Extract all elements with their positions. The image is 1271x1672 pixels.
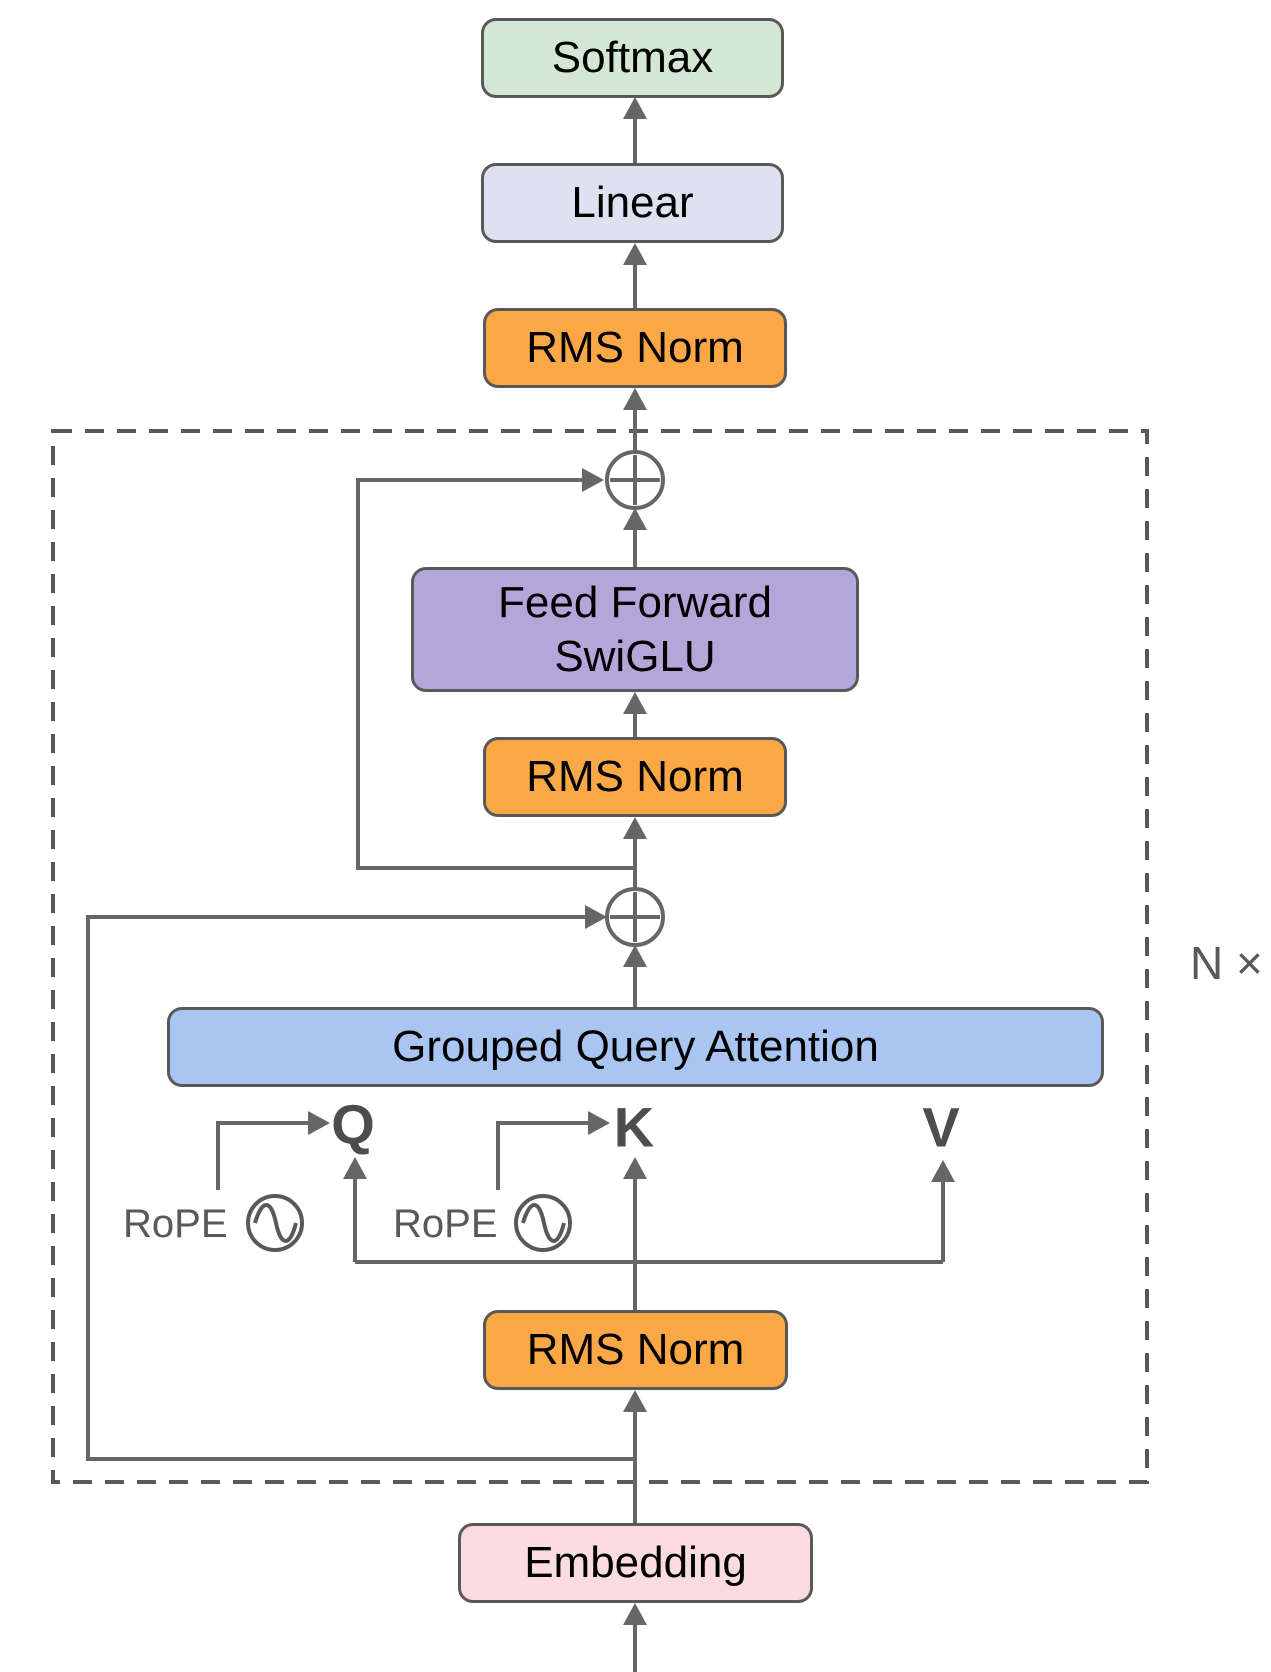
softmax-label: Softmax bbox=[551, 33, 714, 83]
residual-add-top bbox=[605, 450, 665, 510]
arrowheads bbox=[308, 97, 955, 1625]
arrowhead-v bbox=[931, 1160, 955, 1182]
transformer-layer-dashed-border bbox=[51, 429, 1149, 1484]
arrowhead-embedding bbox=[623, 1603, 647, 1625]
rms-norm-bottom-block: RMS Norm bbox=[483, 1310, 788, 1390]
arrowhead-rmsnorm-bottom bbox=[623, 1390, 647, 1412]
feed-forward-label-line2: SwiGLU bbox=[554, 631, 716, 681]
feed-forward-swiglu-block: Feed Forward SwiGLU bbox=[411, 567, 859, 692]
arrowhead-q bbox=[343, 1157, 367, 1179]
q-label: Q bbox=[331, 1092, 375, 1156]
connector-rope-to-k bbox=[496, 1121, 589, 1190]
sine-wave-icon bbox=[521, 1203, 566, 1243]
arrowhead-rope-q bbox=[308, 1111, 330, 1135]
embedding-label: Embedding bbox=[524, 1538, 747, 1588]
arrowhead-rmsnorm-top bbox=[623, 388, 647, 410]
arrowhead-k bbox=[623, 1157, 647, 1179]
connector-lines bbox=[86, 119, 945, 1672]
rms-norm-mid-block: RMS Norm bbox=[483, 737, 787, 817]
arrowhead-softmax bbox=[623, 97, 647, 119]
linear-block: Linear bbox=[481, 163, 784, 243]
feed-forward-label-line1: Feed Forward bbox=[498, 577, 772, 627]
rope-q-label: RoPE bbox=[123, 1202, 228, 1246]
skip-connection-ff bbox=[356, 478, 635, 870]
embedding-block: Embedding bbox=[458, 1523, 813, 1603]
arrowhead-skip-ff bbox=[582, 468, 604, 492]
rms-norm-label: RMS Norm bbox=[526, 1325, 745, 1375]
sine-wave-icon bbox=[253, 1203, 298, 1243]
k-label: K bbox=[613, 1095, 655, 1159]
arrowhead-rope-k bbox=[588, 1111, 610, 1135]
arrowhead-ff bbox=[623, 692, 647, 714]
softmax-block: Softmax bbox=[481, 18, 784, 98]
residual-add-bottom bbox=[605, 887, 665, 947]
repeat-count-label: N × bbox=[1190, 937, 1263, 989]
rms-norm-label: RMS Norm bbox=[526, 323, 744, 373]
plus-icon bbox=[610, 455, 660, 505]
rms-norm-top-block: RMS Norm bbox=[483, 308, 787, 388]
plus-icon bbox=[610, 892, 660, 942]
connector-rope-to-q bbox=[216, 1121, 309, 1190]
rms-norm-label: RMS Norm bbox=[526, 752, 744, 802]
arrowhead-add-bottom bbox=[623, 945, 647, 967]
linear-label: Linear bbox=[571, 178, 694, 228]
grouped-query-attention-label: Grouped Query Attention bbox=[392, 1022, 879, 1072]
v-label: V bbox=[922, 1095, 960, 1159]
arrowhead-linear bbox=[623, 243, 647, 265]
rope-k-label: RoPE bbox=[393, 1202, 498, 1246]
arrowhead-skip-attention bbox=[585, 905, 607, 929]
rope-oscillator-q bbox=[246, 1194, 304, 1252]
skip-connection-attention bbox=[86, 915, 635, 1461]
rope-oscillator-k bbox=[514, 1194, 572, 1252]
arrowhead-add-top bbox=[623, 508, 647, 530]
grouped-query-attention-block: Grouped Query Attention bbox=[167, 1007, 1104, 1087]
arrowhead-rmsnorm-mid bbox=[623, 817, 647, 839]
